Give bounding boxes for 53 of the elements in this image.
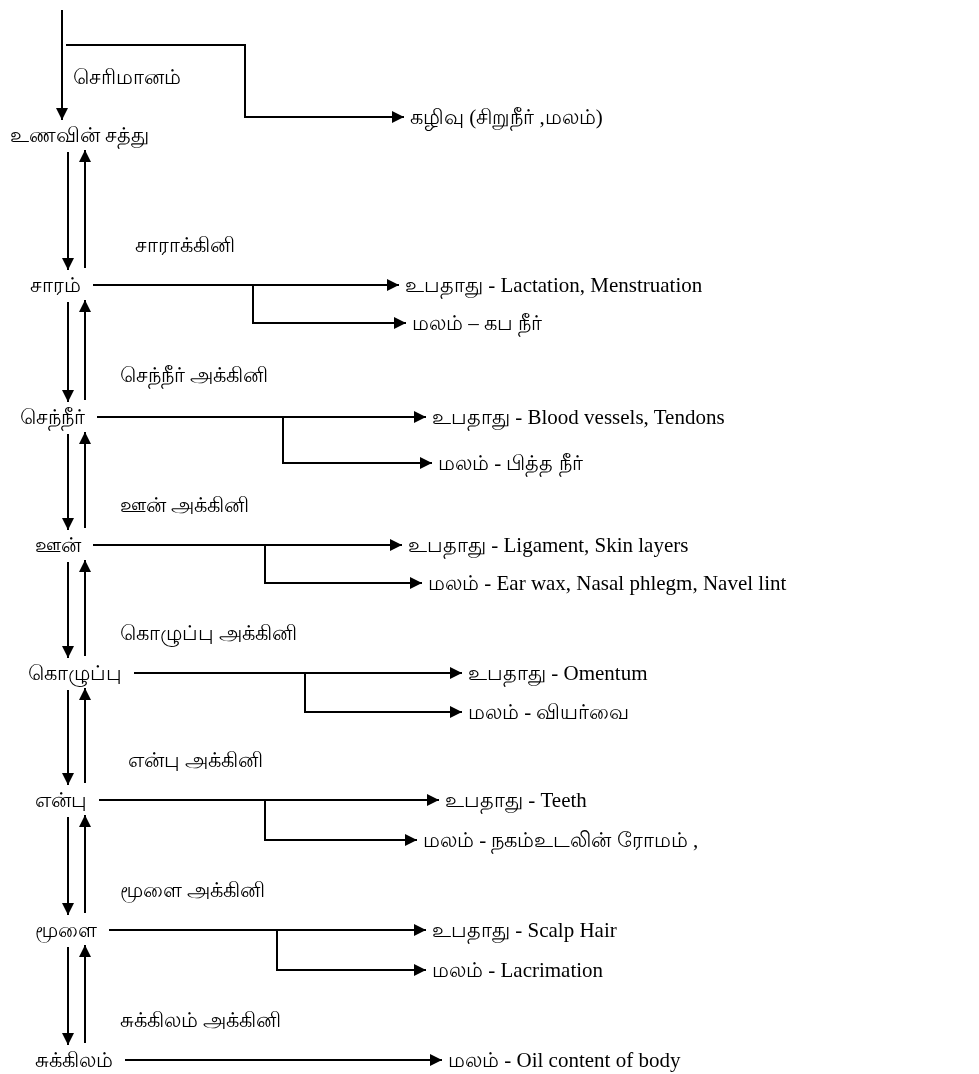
- flow-text: மூளை: [35, 917, 97, 943]
- flow-text: மலம் - பித்த நீர்: [438, 450, 583, 476]
- process-label: செரிமானம்: [73, 64, 181, 90]
- flow-text: சுக்கிலம்: [35, 1047, 113, 1073]
- arrow: [62, 151, 74, 271]
- flow-text: மலம் – கப நீர்: [412, 310, 543, 336]
- flow-text: உபதாது - Ligament, Skin layers: [408, 532, 689, 558]
- flow-text: கொழுப்பு: [28, 660, 122, 686]
- arrow: [96, 416, 433, 469]
- flow-text: உபதாது - Teeth: [445, 787, 587, 813]
- arrow: [79, 687, 91, 784]
- flow-text: ஊன்: [35, 532, 81, 558]
- arrow: [92, 544, 423, 589]
- arrow: [79, 299, 91, 401]
- arrow: [62, 946, 74, 1046]
- arrow: [62, 561, 74, 659]
- arrow: [92, 284, 407, 329]
- arrow: [65, 44, 405, 123]
- arrow: [79, 431, 91, 529]
- flow-text: உணவின் சத்து: [10, 122, 150, 148]
- arrow: [62, 816, 74, 916]
- arrow: [98, 799, 418, 846]
- arrow: [79, 814, 91, 914]
- arrow: [62, 689, 74, 786]
- process-label: சுக்கிலம் அக்கினி: [120, 1007, 282, 1033]
- flow-text: மலம் - Lacrimation: [432, 957, 604, 983]
- flow-text: உபதாது - Scalp Hair: [432, 917, 617, 943]
- arrow: [108, 929, 427, 976]
- process-label: செந்நீர் அக்கினி: [120, 362, 269, 388]
- flow-text: உபதாது - Omentum: [468, 660, 648, 686]
- flow-text: உபதாது - Lactation, Menstruation: [405, 272, 703, 298]
- flow-text: மலம் - Oil content of body: [448, 1047, 681, 1073]
- arrow: [62, 301, 74, 403]
- arrow: [79, 149, 91, 269]
- arrow: [133, 672, 463, 718]
- arrow: [79, 944, 91, 1044]
- flow-text: மலம் - Ear wax, Nasal phlegm, Navel lint: [428, 570, 787, 596]
- flow-text: உபதாது - Blood vessels, Tendons: [432, 404, 725, 430]
- process-label: சாராக்கினி: [135, 232, 235, 258]
- flow-text: மலம் - வியர்வை: [468, 699, 630, 725]
- process-label: மூளை அக்கினி: [120, 877, 266, 903]
- flow-text: சாரம்: [30, 272, 81, 298]
- flow-text: செந்நீர்: [20, 404, 85, 430]
- process-label: கொழுப்பு அக்கினி: [120, 620, 298, 646]
- flow-text: கழிவு (சிறுநீர் ,மலம்): [410, 104, 603, 130]
- process-label: என்பு அக்கினி: [128, 747, 264, 773]
- flow-text: மலம் - நகம்உடலின் ரோமம் ,: [423, 827, 699, 853]
- arrow: [56, 9, 68, 121]
- arrow: [79, 559, 91, 657]
- process-label: ஊன் அக்கினி: [120, 492, 250, 518]
- arrow: [124, 1054, 443, 1066]
- arrow: [62, 433, 74, 531]
- flow-text: என்பு: [35, 787, 87, 813]
